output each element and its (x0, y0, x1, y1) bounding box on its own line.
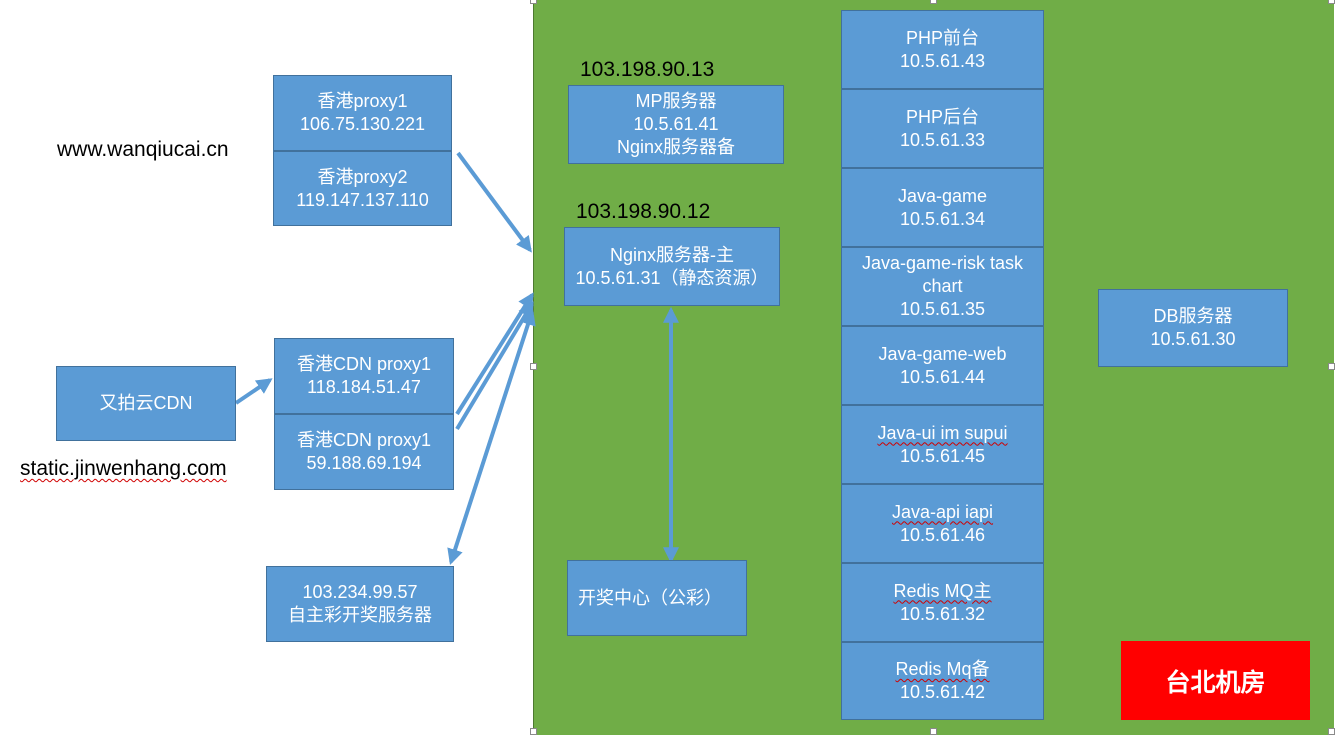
box-title: 香港proxy1 (317, 91, 408, 111)
datacenter-badge: 台北机房 (1121, 641, 1310, 720)
box-ip: 10.5.61.30 (1150, 329, 1236, 349)
arrow-upyun-to-cdn (234, 378, 273, 405)
box-title: 香港proxy2 (317, 166, 408, 187)
box-ip: 10.5.61.34 (899, 208, 986, 229)
box-ip: 10.5.61.44 (899, 366, 986, 387)
box-ip: 10.5.61.33 (899, 129, 986, 150)
resize-handle-top-middle[interactable] (930, 0, 937, 4)
box-title: Redis MQ主 (893, 580, 992, 601)
public-ip-label-mp: 103.198.90.13 (580, 58, 715, 81)
domain-label-wanqiucai: www.wanqiucai.cn (57, 138, 229, 161)
arrow-proxy-to-nginx (456, 151, 532, 253)
box-title: PHP前台 (905, 27, 979, 48)
box-ip: 10.5.61.31（静态资源） (575, 267, 769, 288)
box-ip: 10.5.61.35 (899, 299, 986, 319)
box-title: 开奖中心（公彩） (578, 587, 722, 608)
arrow-cdn1-to-nginx (455, 292, 534, 416)
server-java-game-web[interactable]: Java-game-web 10.5.61.44 (841, 326, 1044, 405)
server-php-backend[interactable]: PHP后台 10.5.61.33 (841, 89, 1044, 168)
server-redis-mq-primary[interactable]: Redis MQ主 10.5.61.32 (841, 563, 1044, 642)
server-php-frontend[interactable]: PHP前台 10.5.61.43 (841, 10, 1044, 89)
domain-label-jinwenhang: static.jinwenhang.com (20, 457, 227, 480)
box-title: DB服务器 (1153, 306, 1233, 326)
box-title: Java-game (897, 185, 988, 206)
server-java-api[interactable]: Java-api iapi 10.5.61.46 (841, 484, 1044, 563)
box-ip: 10.5.61.45 (899, 445, 986, 466)
nginx-main-box[interactable]: Nginx服务器-主 10.5.61.31（静态资源） (564, 227, 780, 306)
upyun-cdn-box[interactable]: 又拍云CDN (56, 366, 236, 441)
hk-proxy1-box[interactable]: 香港proxy1 106.75.130.221 (273, 75, 452, 151)
self-lottery-server-box[interactable]: 103.234.99.57 自主彩开奖服务器 (266, 566, 454, 642)
box-note: Nginx服务器备 (616, 137, 736, 157)
mp-server-box[interactable]: MP服务器 10.5.61.41 Nginx服务器备 (568, 85, 784, 164)
box-ip: 10.5.61.41 (633, 114, 719, 134)
box-title: 香港CDN proxy1 (296, 354, 432, 374)
db-server-box[interactable]: DB服务器 10.5.61.30 (1098, 289, 1288, 367)
box-title: 又拍云CDN (99, 393, 193, 413)
box-title: PHP后台 (905, 106, 979, 127)
box-title: Redis Mq备 (895, 659, 990, 679)
box-title: 香港CDN proxy1 (296, 430, 432, 450)
box-ip: 118.184.51.47 (307, 377, 421, 397)
hk-proxy2-box[interactable]: 香港proxy2 119.147.137.110 (273, 151, 452, 226)
box-ip: 59.188.69.194 (306, 453, 422, 473)
arrow-nginx-to-self-lottery (447, 308, 536, 566)
public-ip-label-nginx: 103.198.90.12 (576, 200, 711, 223)
box-title: Java-ui im supui (877, 422, 1008, 443)
resize-handle-top-left[interactable] (530, 0, 537, 4)
server-java-game-risk[interactable]: Java-game-risk task chart 10.5.61.35 (841, 247, 1044, 326)
box-ip: 10.5.61.32 (899, 603, 986, 624)
server-java-game[interactable]: Java-game 10.5.61.34 (841, 168, 1044, 247)
box-title: 自主彩开奖服务器 (288, 605, 432, 625)
box-ip: 106.75.130.221 (299, 114, 426, 134)
hk-cdn-proxy1-box-a[interactable]: 香港CDN proxy1 118.184.51.47 (274, 338, 454, 414)
box-ip: 103.234.99.57 (302, 582, 418, 602)
box-ip: 119.147.137.110 (296, 189, 429, 210)
box-ip: 10.5.61.42 (899, 682, 986, 702)
hk-cdn-proxy1-box-b[interactable]: 香港CDN proxy1 59.188.69.194 (274, 414, 454, 490)
box-title: Java-game-risk task chart (861, 253, 1024, 296)
box-ip: 10.5.61.43 (899, 50, 986, 71)
box-title: MP服务器 (635, 91, 717, 111)
lottery-center-box[interactable]: 开奖中心（公彩） (567, 560, 747, 636)
box-ip: 10.5.61.46 (899, 524, 986, 545)
arrow-cdn2-to-nginx (455, 301, 534, 431)
box-title: Java-api iapi (891, 501, 994, 522)
server-redis-mq-backup[interactable]: Redis Mq备 10.5.61.42 (841, 642, 1044, 720)
box-title: Java-game-web (878, 343, 1007, 364)
server-java-ui[interactable]: Java-ui im supui 10.5.61.45 (841, 405, 1044, 484)
box-title: Nginx服务器-主 (609, 244, 734, 265)
